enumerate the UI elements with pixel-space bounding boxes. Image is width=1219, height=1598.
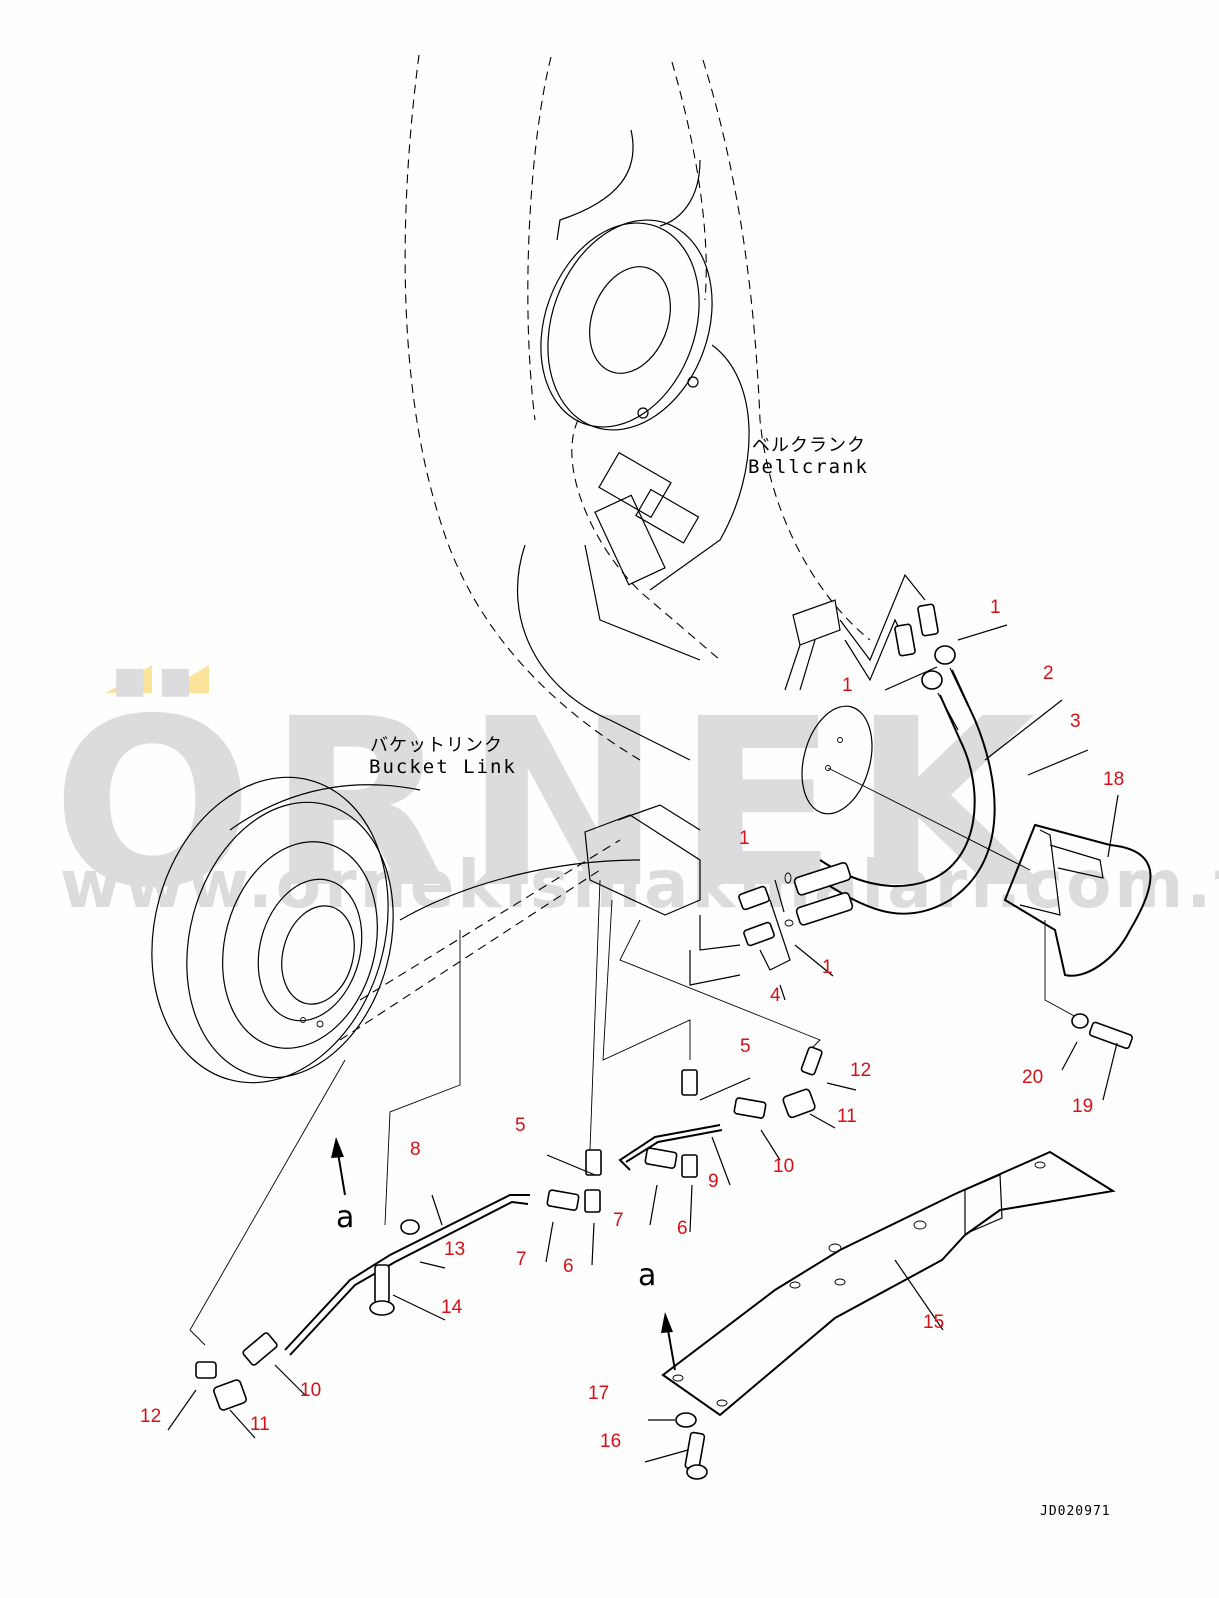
tube-8 bbox=[195, 1194, 530, 1411]
part-callout-16[interactable]: 16 bbox=[600, 1431, 622, 1452]
part-callout-11[interactable]: 11 bbox=[250, 1414, 270, 1435]
part-callout-20[interactable]: 20 bbox=[1022, 1067, 1044, 1088]
view-a-label-upper: a bbox=[336, 1200, 355, 1235]
part-callout-6[interactable]: 6 bbox=[677, 1218, 688, 1239]
bellcrank-label-en: Bellcrank bbox=[748, 456, 869, 478]
bellcrank-boss bbox=[540, 219, 713, 431]
part-callout-8[interactable]: 8 bbox=[410, 1139, 421, 1160]
part-callout-7[interactable]: 7 bbox=[516, 1249, 527, 1270]
part-callout-1[interactable]: 1 bbox=[739, 828, 750, 849]
block-4-fittings bbox=[689, 862, 854, 986]
part-callout-2[interactable]: 2 bbox=[1043, 663, 1054, 684]
part-callout-5[interactable]: 5 bbox=[515, 1115, 526, 1136]
part-callout-1[interactable]: 1 bbox=[990, 597, 1001, 618]
bucket-link-label-jp: バケットリンク bbox=[370, 735, 503, 756]
fittings-mid bbox=[546, 1046, 823, 1213]
part-callout-7[interactable]: 7 bbox=[613, 1210, 624, 1231]
arm-outline bbox=[404, 54, 871, 761]
block-18 bbox=[1003, 823, 1152, 1050]
bucket-link bbox=[151, 776, 701, 1084]
part-callout-15[interactable]: 15 bbox=[923, 1312, 945, 1333]
view-a-label-lower: a bbox=[638, 1258, 657, 1293]
bellcrank-label-jp: ベルクランク bbox=[752, 435, 866, 456]
watermark-brand: ÖRNEK bbox=[52, 669, 1050, 939]
part-callout-1[interactable]: 1 bbox=[842, 675, 853, 696]
watermark-umlaut-right bbox=[163, 665, 209, 693]
part-callout-18[interactable]: 18 bbox=[1103, 769, 1125, 790]
bucket-link-label-en: Bucket Link bbox=[369, 756, 517, 778]
part-callout-10[interactable]: 10 bbox=[300, 1380, 322, 1401]
routing-lines bbox=[189, 879, 821, 1346]
part-callout-12[interactable]: 12 bbox=[140, 1406, 162, 1427]
part-callout-9[interactable]: 9 bbox=[708, 1171, 719, 1192]
callout-leaders bbox=[167, 624, 1119, 1463]
grease-bracket-upper bbox=[784, 573, 926, 691]
part-callout-10[interactable]: 10 bbox=[773, 1156, 795, 1177]
part-callout-5[interactable]: 5 bbox=[740, 1036, 751, 1057]
part-callout-11[interactable]: 11 bbox=[837, 1106, 857, 1127]
part-callout-3[interactable]: 3 bbox=[1070, 711, 1081, 732]
part-callout-19[interactable]: 19 bbox=[1072, 1096, 1094, 1117]
part-callout-13[interactable]: 13 bbox=[444, 1239, 466, 1260]
part-callout-14[interactable]: 14 bbox=[441, 1297, 463, 1318]
cover-15 bbox=[661, 1150, 1116, 1480]
drawing-id: JD020971 bbox=[1040, 1504, 1111, 1519]
watermark-umlaut-left bbox=[106, 665, 152, 693]
part-callout-4[interactable]: 4 bbox=[770, 985, 781, 1006]
part-callout-12[interactable]: 12 bbox=[850, 1060, 872, 1081]
bellcrank-plate bbox=[571, 344, 750, 661]
part-callout-1[interactable]: 1 bbox=[822, 957, 833, 978]
hoses-2-3 bbox=[801, 603, 1031, 915]
part-callout-17[interactable]: 17 bbox=[588, 1383, 610, 1404]
view-a-arrows bbox=[331, 1137, 676, 1371]
part-callout-6[interactable]: 6 bbox=[563, 1256, 574, 1277]
